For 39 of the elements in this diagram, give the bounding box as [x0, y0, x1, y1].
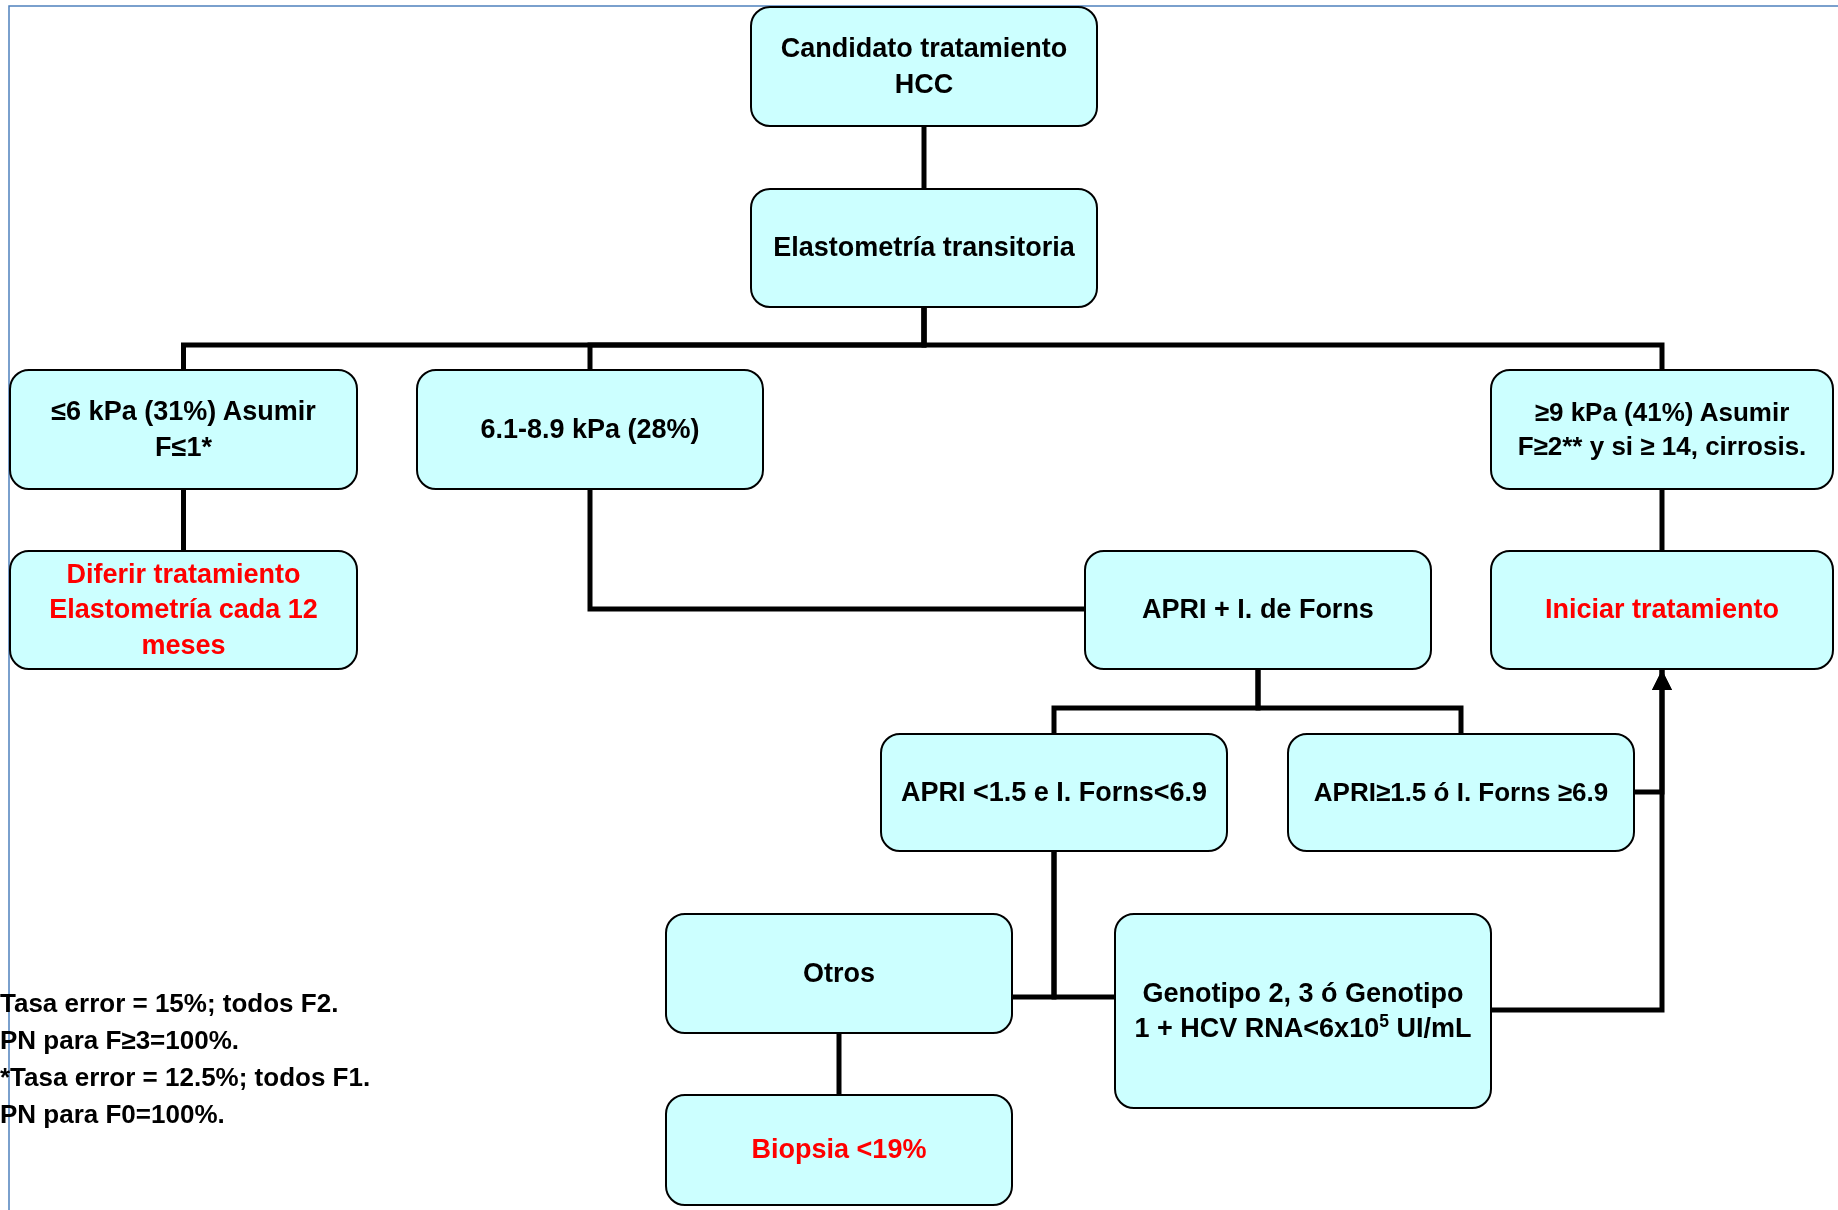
arrow [1492, 670, 1672, 1013]
process-box [880, 733, 1228, 852]
connector-line [1051, 852, 1114, 1000]
box-text: Genotipo 2, 3 ó Genotipo 1 + HCV RNA<6x10$^{5}$ UI/mL [1133, 976, 1473, 1045]
process-box [1287, 733, 1635, 852]
process-box [9, 550, 358, 670]
connector-line [921, 127, 927, 188]
box-text: Biopsia <19% [751, 1133, 927, 1167]
footnote: PN para F0=100%. [0, 1098, 226, 1131]
process-box [9, 369, 358, 490]
box-text: 6.1-8.9 kPa (28%) [480, 412, 700, 446]
process-box [1084, 550, 1432, 670]
box-text: ≤6 kPa (31%) Asumir F≤1* [50, 395, 317, 464]
footnote: Tasa error = 15%; todos F2. [0, 987, 340, 1020]
footnote: *Tasa error = 12.5%; todos F1. [0, 1061, 371, 1094]
footnote: PN para F≥3=100%. [0, 1024, 240, 1057]
connector-line [1255, 670, 1464, 733]
box-text: Elastometría transitoria [773, 231, 1075, 265]
box-text: Otros [803, 956, 875, 990]
process-box [1490, 550, 1834, 670]
connector-line [1659, 490, 1665, 550]
connector-line [921, 308, 1665, 369]
connector-line [836, 1034, 842, 1094]
process-box [665, 913, 1013, 1034]
process-box [750, 6, 1098, 127]
connector-line [587, 490, 1084, 612]
process-box [416, 369, 764, 490]
box-text: Candidato tratamiento HCC [779, 32, 1069, 101]
process-box [1490, 369, 1834, 490]
process-box [750, 188, 1098, 308]
box-text: Diferir tratamiento Elastometría cada 12 meses [48, 558, 319, 662]
process-box [1114, 913, 1492, 1109]
box-text: ≥9 kPa (41%) Asumir F≥2** y si ≥ 14, cirrosis. [1516, 395, 1808, 463]
connector-line [181, 490, 186, 550]
box-text: APRI <1.5 e I. Forns<6.9 [900, 775, 1208, 809]
box-text: APRI≥1.5 ó I. Forns ≥6.9 [1313, 775, 1609, 809]
box-text: APRI + I. de Forns [1142, 593, 1374, 627]
box-text: Iniciar tratamiento [1544, 593, 1780, 627]
process-box [665, 1094, 1013, 1206]
